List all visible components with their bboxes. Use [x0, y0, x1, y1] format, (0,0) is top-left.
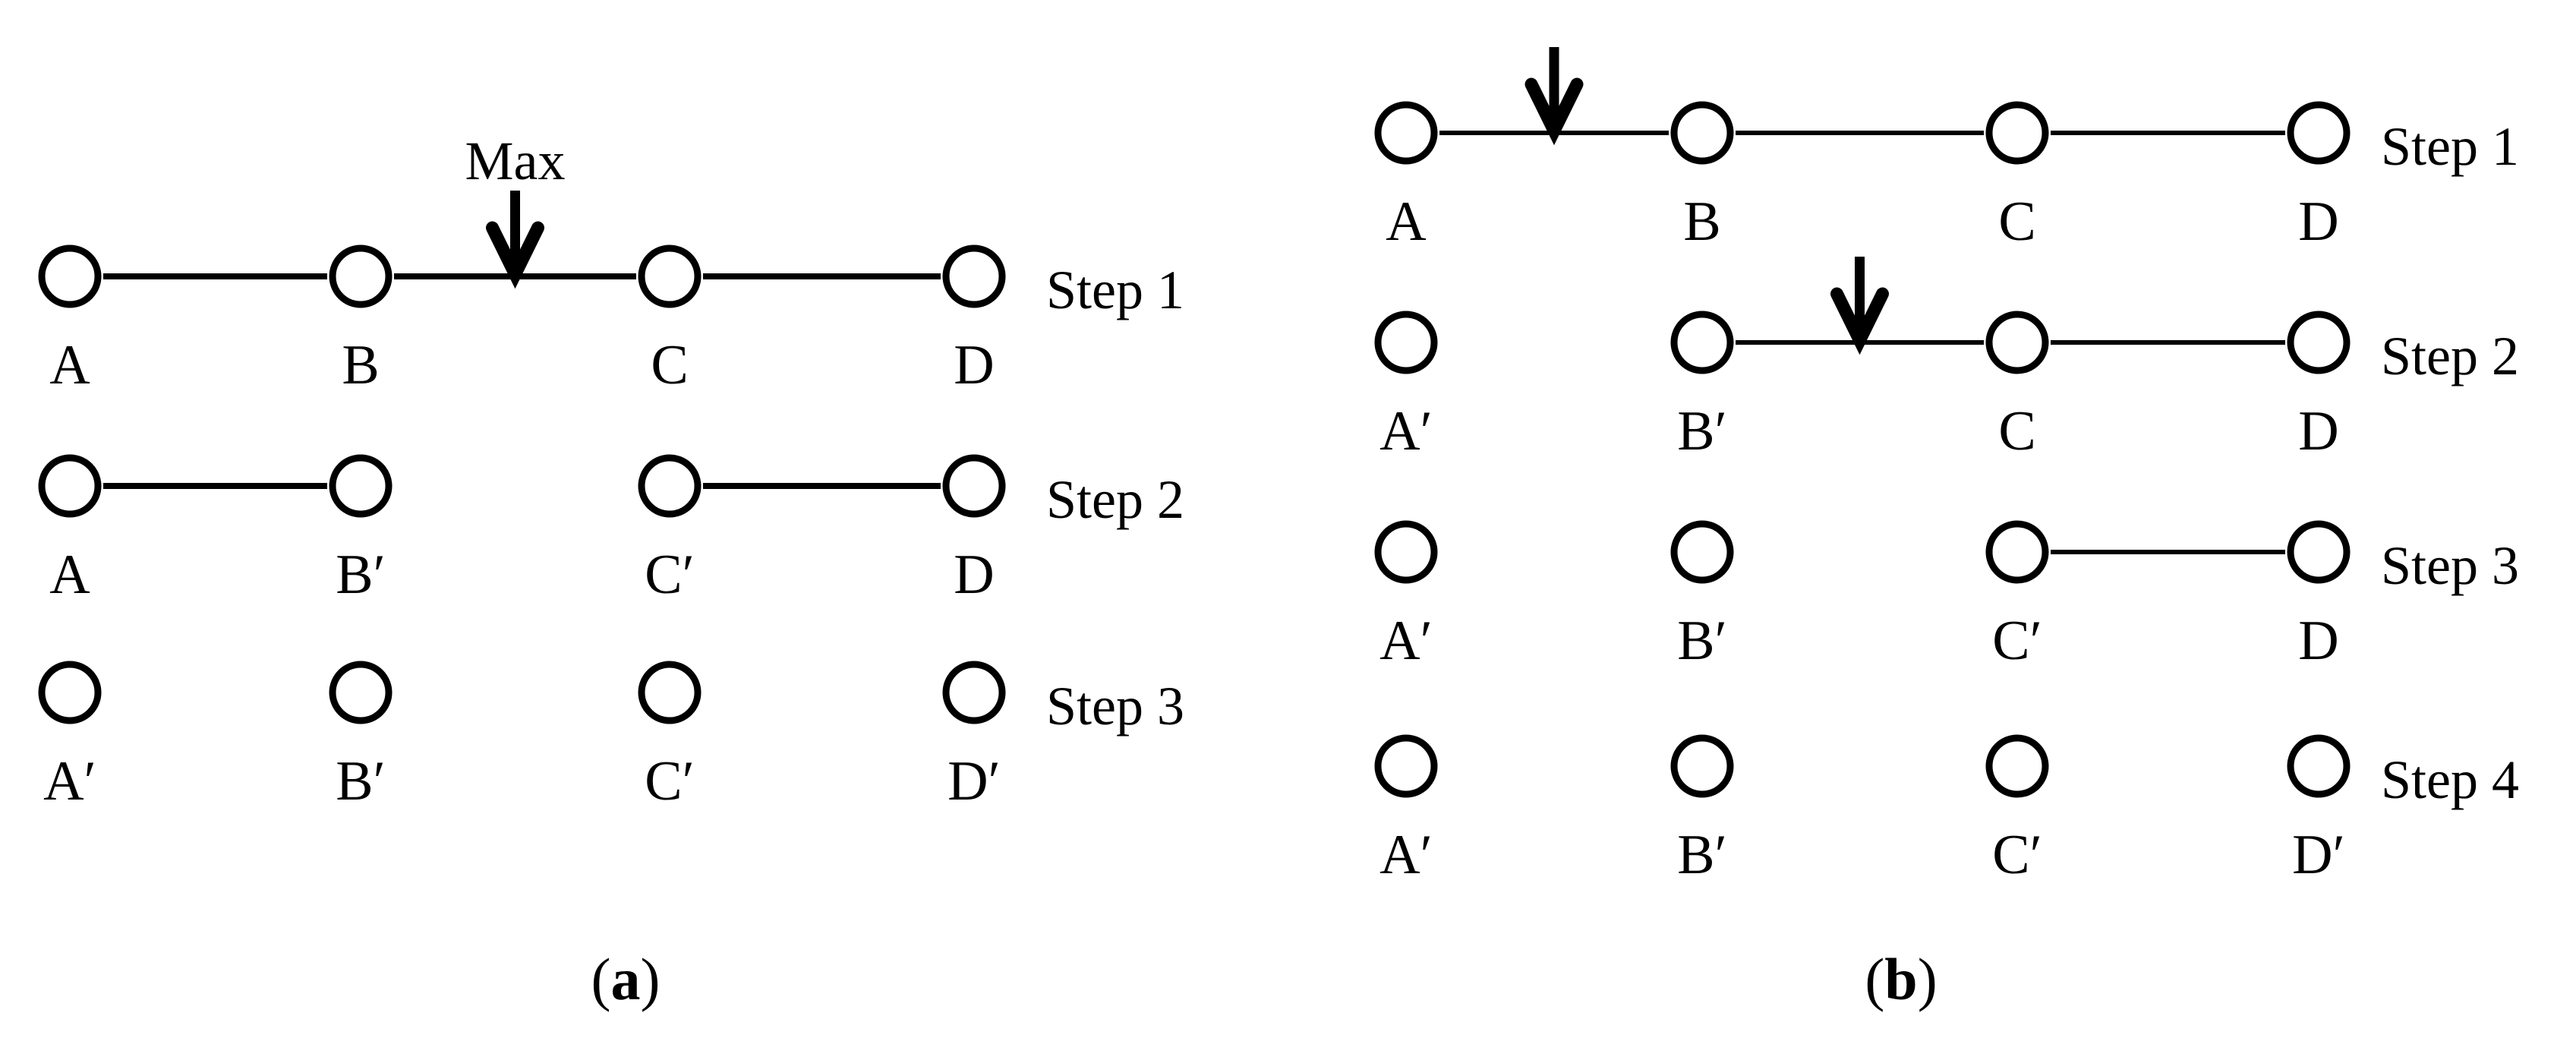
node-label: C	[1998, 400, 2035, 462]
node-circle	[2287, 734, 2351, 798]
node-label: D	[2298, 191, 2338, 253]
node-circle	[942, 661, 1006, 724]
node-label: B′	[1677, 400, 1727, 462]
node-label: A	[1386, 191, 1426, 253]
panel-caption: (a)	[591, 946, 661, 1012]
panel-caption: (b)	[1865, 946, 1937, 1012]
node-label: C′	[1992, 824, 2042, 886]
node-label: A′	[43, 750, 96, 812]
node-circle	[942, 244, 1006, 308]
node-label: D′	[947, 750, 1001, 812]
panel-b-row-4: A′ B′ C′ D′ Step 4	[1374, 734, 2519, 886]
step-label: Step 4	[2381, 749, 2519, 810]
node-circle	[1374, 311, 1438, 374]
node-label: A′	[1379, 400, 1433, 462]
step-label: Step 2	[2381, 326, 2519, 386]
node-circle	[1374, 734, 1438, 798]
down-arrow-icon	[1524, 77, 1584, 146]
node-label: D	[954, 544, 994, 606]
node-label: A′	[1379, 610, 1433, 672]
panel-b: A B C D Step 1 A′ B′ C D Step 2 A′ B′ C′ D Step 3 A′ B′ C…	[1374, 47, 2519, 1012]
node-circle	[1985, 520, 2049, 584]
panel-a-row-3: A′ B′ C′ D′ Step 3	[38, 661, 1184, 812]
node-circle	[2287, 520, 2351, 584]
node-label: B	[1683, 191, 1720, 253]
step-label: Step 3	[1046, 676, 1184, 737]
panel-b-row-3: A′ B′ C′ D Step 3	[1374, 520, 2519, 672]
node-circle	[38, 244, 102, 308]
node-label: A	[49, 544, 90, 606]
node-circle	[329, 661, 393, 724]
node-label: A	[49, 334, 90, 396]
node-circle	[1985, 311, 2049, 374]
node-label: C′	[1992, 610, 2042, 672]
node-label: D	[954, 334, 994, 396]
panel-b-row-2: A′ B′ C D Step 2	[1374, 257, 2519, 462]
node-circle	[1670, 101, 1734, 165]
node-circle	[1670, 734, 1734, 798]
node-circle	[1670, 311, 1734, 374]
node-label: B	[342, 334, 379, 396]
node-circle	[2287, 101, 2351, 165]
node-circle	[1985, 734, 2049, 798]
node-label: D	[2298, 400, 2338, 462]
down-arrow-icon	[486, 221, 544, 289]
node-circle	[1374, 520, 1438, 584]
down-arrow-icon	[1830, 287, 1889, 355]
step-label: Step 1	[1046, 260, 1184, 320]
node-circle	[329, 244, 393, 308]
node-label: B′	[1677, 824, 1727, 886]
node-circle	[329, 454, 393, 518]
node-circle	[638, 244, 702, 308]
panel-b-row-1: A B C D Step 1	[1374, 47, 2519, 253]
node-circle	[1985, 101, 2049, 165]
node-label: D′	[2292, 824, 2345, 886]
node-circle	[38, 661, 102, 724]
arrow-max-label: Max	[465, 131, 566, 191]
node-label: C′	[645, 544, 695, 606]
step-label: Step 3	[2381, 535, 2519, 596]
step-label: Step 1	[2381, 116, 2519, 177]
node-circle	[2287, 311, 2351, 374]
node-circle	[1374, 101, 1438, 165]
node-label: D	[2298, 610, 2338, 672]
node-circle	[942, 454, 1006, 518]
node-label: C	[1998, 191, 2035, 253]
node-circle	[638, 661, 702, 724]
panel-a-row-1: A B C D Step 1 Max	[38, 131, 1184, 396]
node-label: C′	[645, 750, 695, 812]
node-label: A′	[1379, 824, 1433, 886]
panel-a-row-2: A B′ C′ D Step 2	[38, 454, 1184, 606]
node-label: B′	[1677, 610, 1727, 672]
node-circle	[638, 454, 702, 518]
step-label: Step 2	[1046, 469, 1184, 530]
node-label: B′	[336, 750, 386, 812]
node-label: B′	[336, 544, 386, 606]
node-label: C	[651, 334, 688, 396]
node-circle	[1670, 520, 1734, 584]
node-circle	[38, 454, 102, 518]
